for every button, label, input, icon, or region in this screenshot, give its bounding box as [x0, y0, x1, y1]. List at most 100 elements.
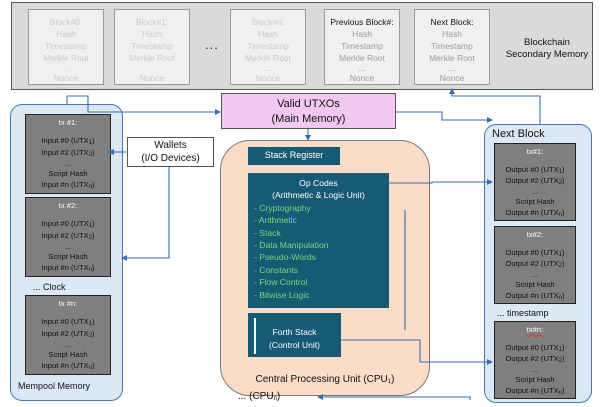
tx-dots: ... — [64, 242, 72, 251]
block-field: Nonce — [349, 73, 375, 83]
block-field: Hash — [442, 29, 462, 39]
block-field: Timestamp — [341, 41, 383, 51]
block-title: Next Block: — [430, 17, 474, 27]
cpu-label: Central Processing Unit (CPU1) — [255, 374, 395, 385]
block-0: Block#0: Hash Timestamp Merkle Root ... … — [28, 9, 104, 85]
tx-input: Input #2 (UTX2) — [41, 148, 95, 158]
block-field: Merkle Root — [429, 53, 475, 63]
wallets-io-devices: Wallets (I/O Devices) — [127, 137, 214, 167]
tx-output: Output #n (UTXn) — [505, 386, 565, 396]
block-title: Block#1: — [135, 17, 169, 27]
block-title: Block#0: — [49, 17, 83, 27]
tx-script-hash: Script Hash — [515, 375, 555, 384]
block-field: ... — [62, 63, 70, 73]
tx-input: Input #2 (UTX2) — [41, 231, 95, 241]
mempool-memory-label: Mempool Memory — [18, 381, 91, 391]
block-field: Merkle Root — [245, 53, 291, 63]
tx-output: Output #n (UTXn) — [505, 208, 565, 218]
secondary-memory-label: Blockchain Secondary Memory — [501, 37, 593, 61]
tx-input: Input #0 (UTX1) — [41, 317, 95, 327]
block-field: Hash — [258, 29, 278, 39]
tx-input: Input #0 (UTX1) — [41, 219, 95, 229]
stack-register-label: Stack Register — [264, 150, 324, 160]
forth-stack-divider — [254, 318, 256, 354]
op-codes-subtitle: (Arithmetic & Logic Unit) — [272, 190, 365, 200]
tx-output: Output #2 (UTX2) — [505, 176, 565, 186]
forth-stack-title: Forth Stack — [272, 327, 317, 337]
timestamp-label: ... timestamp — [497, 308, 549, 318]
op-codes-title: Op Codes — [299, 178, 338, 188]
tx-output: Output #2 (UTX2) — [505, 259, 565, 269]
tx-input: Input #n (UTXn) — [41, 263, 95, 273]
opcode-item: - Pseudo-Words — [254, 252, 316, 262]
opcode-item: - Data Manipulation — [254, 240, 329, 250]
tx-script-hash: Script Hash — [515, 197, 555, 206]
block-field: Merkle Root — [339, 53, 385, 63]
block-title: Block#n: — [251, 17, 285, 27]
tx-title: tx #n: — [58, 299, 78, 308]
tx-input: Input #n (UTXn) — [41, 180, 95, 190]
block-title: Previous Block#: — [330, 17, 394, 27]
tx-script-hash: Script Hash — [48, 169, 88, 178]
arrow-next-block-to-header — [449, 88, 541, 124]
tx-script-hash: Script Hash — [515, 280, 555, 289]
block-field: Nonce — [53, 73, 79, 83]
secondary-memory-label-line2: Secondary Memory — [505, 49, 589, 60]
opcode-item: - Flow Control — [254, 277, 308, 287]
wallets-subtitle: (I/O Devices) — [141, 153, 200, 164]
previous-block: Previous Block#: Hash Timestamp Merkle R… — [324, 9, 400, 85]
tx-dots: ... — [64, 159, 72, 168]
block-field: ... — [148, 63, 156, 73]
block-field: ... — [264, 63, 272, 73]
forth-stack-control-unit: Forth Stack (Control Unit) — [248, 313, 341, 357]
block-field: ... — [448, 63, 456, 73]
block-field: Merkle Root — [129, 53, 175, 63]
block-field: Timestamp — [431, 41, 473, 51]
block-field: ... — [358, 63, 366, 73]
block-field: Timestamp — [45, 41, 87, 51]
tx-title: tx #1: — [58, 118, 78, 127]
secondary-memory-label-line1: Blockchain — [524, 37, 570, 48]
tx-dots: ... — [531, 270, 539, 279]
tx-title: tx#1: — [526, 147, 544, 156]
forth-stack-subtitle: (Control Unit) — [268, 340, 321, 350]
opcode-item: - Stack — [254, 228, 281, 238]
mempool-tx-1: tx #1: Input #0 (UTX1) Input #2 (UTX2) .… — [25, 114, 111, 194]
mempool-tx-2: tx #2: Input #0 (UTX1) Input #2 (UTX2) .… — [25, 197, 111, 277]
tx-input: Input #n (UTXn) — [41, 361, 95, 371]
arrow-cpu-to-cpun — [317, 394, 471, 400]
tx-title: tx#2: — [526, 230, 544, 239]
next-block-header: Next Block: Hash Timestamp Merkle Root .… — [414, 9, 490, 85]
block-field: Hash — [56, 29, 76, 39]
block-1: Block#1: Hash Timestamp Merkle Root ... … — [114, 9, 190, 85]
tx-output: Output #n (UTXn) — [505, 291, 565, 301]
clock-label: ... Clock — [33, 282, 66, 292]
block-field: Nonce — [255, 73, 281, 83]
tx-output: Output #2 (UTX2) — [505, 354, 565, 364]
next-block-tx-n: tx#n: Output #0 (UTX1) Output #2 (UTX2) … — [494, 321, 576, 399]
next-block-title: Next Block — [492, 128, 545, 140]
opcode-item: - Constants — [254, 265, 298, 275]
tx-output: Output #0 (UTX1) — [505, 343, 565, 353]
arrow-wallets-cpu — [121, 167, 170, 261]
block-n: Block#n: Hash Timestamp Merkle Root ... … — [230, 9, 306, 85]
utxo-subtitle: (Main Memory) — [271, 113, 346, 125]
tx-script-hash: Script Hash — [48, 350, 88, 359]
wallets-title: Wallets — [154, 140, 187, 151]
block-field: Timestamp — [131, 41, 173, 51]
blocks-ellipsis: ... — [205, 37, 219, 52]
block-field: Hash — [352, 29, 372, 39]
tx-dots: ... — [64, 340, 72, 349]
block-field: Merkle Root — [43, 53, 89, 63]
tx-title: tx#n: — [526, 325, 544, 334]
tx-output: Output #0 (UTX1) — [505, 165, 565, 175]
arrow-utxo-to-next-block — [396, 111, 493, 123]
opcode-item: - Bitwise Logic — [254, 290, 310, 300]
tx-title: tx #2: — [58, 201, 78, 210]
tx-input: Input #2 (UTX2) — [41, 329, 95, 339]
stack-register: Stack Register — [248, 147, 340, 165]
tx-dots: ... — [531, 187, 539, 196]
op-codes-alu: Op Codes (Arithmetic & Logic Unit) - Cry… — [248, 173, 389, 308]
opcode-item: - Cryptography — [254, 203, 311, 213]
next-block-tx-1: tx#1: Output #0 (UTX1) Output #2 (UTX2) … — [494, 143, 576, 221]
